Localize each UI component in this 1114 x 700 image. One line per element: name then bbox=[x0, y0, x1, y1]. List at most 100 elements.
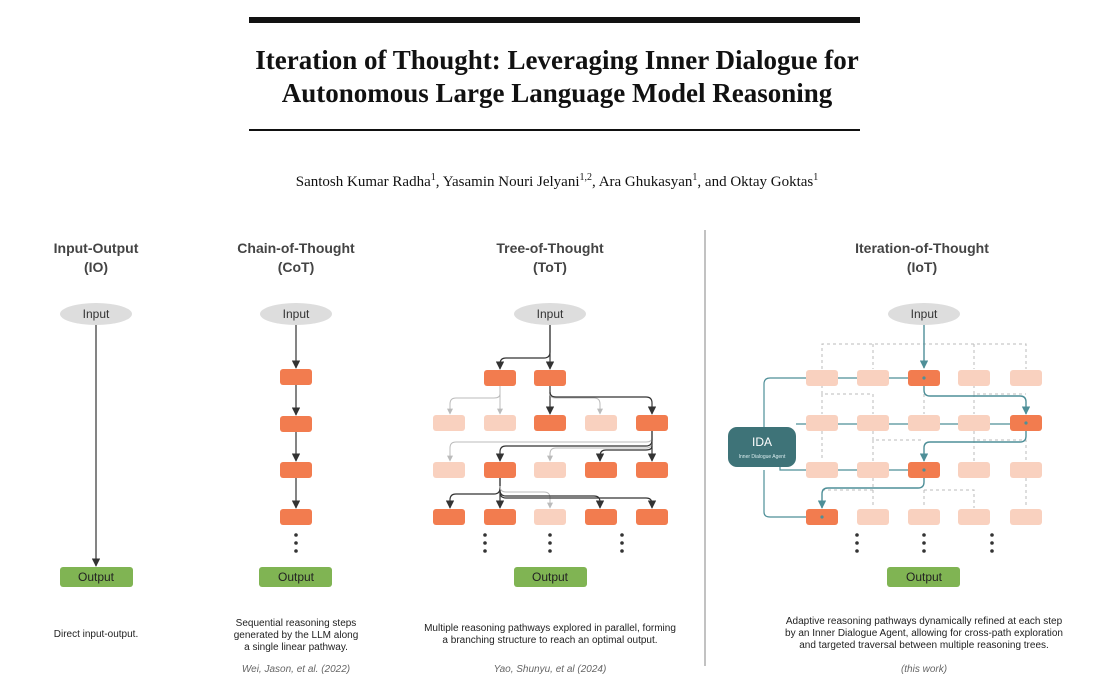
tot-arrow bbox=[495, 325, 551, 370]
tot-output-node bbox=[514, 567, 587, 587]
io-input-node bbox=[60, 303, 132, 325]
cot-thought-node bbox=[280, 369, 312, 385]
tot-thought-node bbox=[484, 370, 516, 386]
tot-thought-node-faded bbox=[585, 415, 617, 431]
author-separator: , bbox=[592, 174, 599, 190]
tot-continuation-dots bbox=[483, 533, 624, 553]
author-affiliation: 1 bbox=[692, 172, 698, 183]
author-affiliation: 1,2 bbox=[579, 172, 593, 183]
iot-thought-node-faded bbox=[1010, 370, 1042, 386]
author-name: Santosh Kumar Radha bbox=[295, 174, 431, 190]
cot-caption-line: Sequential reasoning steps bbox=[236, 618, 357, 629]
cot-output-label: Output bbox=[278, 570, 315, 584]
tot-arrow bbox=[595, 445, 653, 462]
iot-thought-node-faded bbox=[1010, 509, 1042, 525]
author-affiliation: 1 bbox=[813, 172, 819, 183]
iot-thought-node-faded bbox=[857, 370, 889, 386]
tot-thought-node bbox=[636, 509, 668, 525]
cot-title: Chain-of-Thought bbox=[237, 240, 355, 256]
ida-label: IDA bbox=[752, 435, 772, 449]
cot-input-label: Input bbox=[283, 307, 310, 321]
iot-thought-node-faded bbox=[857, 415, 889, 431]
iot-caption-line: Adaptive reasoning pathways dynamically … bbox=[786, 616, 1063, 627]
tot-thought-node bbox=[636, 462, 668, 478]
tot-thought-node bbox=[585, 462, 617, 478]
cot-caption-line: generated by the LLM along bbox=[234, 630, 359, 641]
iot-input-node bbox=[888, 303, 960, 325]
tot-thought-node bbox=[585, 509, 617, 525]
tot-arrow bbox=[549, 391, 657, 415]
tot-arrow-faded bbox=[499, 485, 553, 509]
tot-thought-node-faded bbox=[484, 415, 516, 431]
iot-thought-node-faded bbox=[857, 462, 889, 478]
tot-panel: Tree-of-Thought (ToT) Input bbox=[424, 240, 676, 675]
iot-caption-line: by an Inner Dialogue Agent, allowing for… bbox=[785, 628, 1063, 639]
io-title-abbrev: (IO) bbox=[84, 259, 108, 275]
iot-thought-node-faded bbox=[857, 509, 889, 525]
iot-continuation-dots bbox=[855, 533, 994, 553]
tot-thought-node bbox=[484, 462, 516, 478]
cot-panel: Chain-of-Thought (CoT) Input Output Sequ… bbox=[234, 240, 359, 675]
tot-thought-node bbox=[484, 509, 516, 525]
author-affiliation: 1 bbox=[430, 172, 436, 183]
io-input-label: Input bbox=[83, 307, 110, 321]
iot-citation: (this work) bbox=[901, 664, 947, 675]
author-separator: , bbox=[435, 174, 443, 190]
tot-thought-node bbox=[534, 370, 566, 386]
io-output-label: Output bbox=[78, 570, 115, 584]
tot-output-label: Output bbox=[532, 570, 569, 584]
tot-arrow bbox=[445, 478, 501, 509]
iot-output-label: Output bbox=[906, 570, 943, 584]
title-top-rule bbox=[249, 17, 860, 23]
tot-arrow-faded bbox=[547, 441, 653, 462]
cot-title-abbrev: (CoT) bbox=[278, 259, 315, 275]
iot-thought-node-faded bbox=[908, 509, 940, 525]
cot-citation: Wei, Jason, et al. (2022) bbox=[242, 664, 350, 675]
io-title: Input-Output bbox=[54, 240, 139, 256]
iot-panel: Iteration-of-Thought (IoT) Input bbox=[728, 240, 1063, 675]
tot-arrow bbox=[499, 491, 657, 509]
tot-title: Tree-of-Thought bbox=[496, 240, 604, 256]
paper-title-line-1: Iteration of Thought: Leveraging Inner D… bbox=[255, 45, 859, 75]
iot-thought-node-faded bbox=[958, 509, 990, 525]
tot-thought-node bbox=[534, 415, 566, 431]
paper-title: Iteration of Thought: Leveraging Inner D… bbox=[0, 44, 1114, 110]
tot-thought-node-faded bbox=[433, 462, 465, 478]
iot-thought-node-faded bbox=[806, 415, 838, 431]
tot-thought-node bbox=[433, 509, 465, 525]
iot-thought-node-faded bbox=[806, 370, 838, 386]
tot-caption-line: a branching structure to reach an optima… bbox=[442, 635, 657, 646]
tot-arrow-faded bbox=[447, 386, 501, 415]
iot-thought-node-faded bbox=[958, 370, 990, 386]
tot-thought-node-faded bbox=[433, 415, 465, 431]
title-bottom-rule bbox=[249, 129, 860, 131]
cot-caption-line: a single linear pathway. bbox=[244, 642, 348, 653]
tot-thought-node bbox=[636, 415, 668, 431]
iot-thought-node-faded bbox=[908, 415, 940, 431]
tot-input-label: Input bbox=[537, 307, 564, 321]
cot-output-node bbox=[259, 567, 332, 587]
ida-agent-box bbox=[728, 427, 796, 467]
io-panel: Input-Output (IO) Input Output Direct in… bbox=[54, 240, 139, 640]
tot-thought-node-faded bbox=[534, 462, 566, 478]
tot-arrow bbox=[495, 431, 653, 462]
cot-continuation-dots bbox=[294, 533, 298, 553]
io-caption-line: Direct input-output. bbox=[54, 629, 139, 640]
iot-thought-node-faded bbox=[958, 462, 990, 478]
iot-title: Iteration-of-Thought bbox=[855, 240, 989, 256]
cot-thought-node bbox=[280, 462, 312, 478]
author-list: Santosh Kumar Radha1, Yasamin Nouri Jely… bbox=[0, 172, 1114, 191]
ida-sublabel: Inner Dialogue Agent bbox=[739, 454, 786, 460]
io-output-node bbox=[60, 567, 133, 587]
paper-title-line-2: Autonomous Large Language Model Reasonin… bbox=[281, 78, 833, 108]
cot-thought-node bbox=[280, 416, 312, 432]
iot-output-node bbox=[887, 567, 960, 587]
iot-title-abbrev: (IoT) bbox=[907, 259, 937, 275]
author-name: Oktay Goktas bbox=[730, 174, 814, 190]
tot-citation: Yao, Shunyu, et al (2024) bbox=[494, 664, 607, 675]
iot-thought-node-faded bbox=[958, 415, 990, 431]
author-name: Ara Ghukasyan bbox=[598, 174, 693, 190]
iot-teal-path bbox=[817, 325, 1031, 509]
author-name: Yasamin Nouri Jelyani bbox=[442, 174, 580, 190]
